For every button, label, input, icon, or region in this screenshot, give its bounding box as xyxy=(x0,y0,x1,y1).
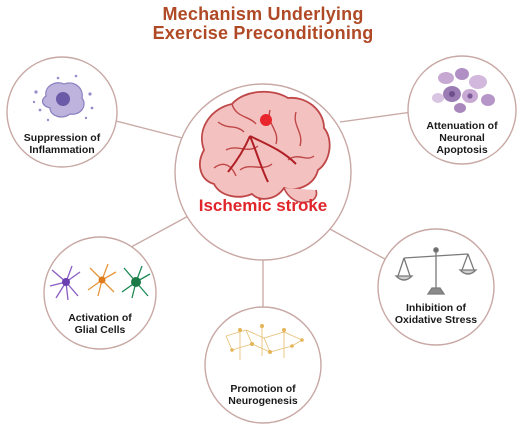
node-label-line: Oxidative Stress xyxy=(394,314,478,326)
title-line-2: Exercise Preconditioning xyxy=(152,23,374,43)
node-label-line: Promotion of xyxy=(230,383,296,395)
node-label-line: Inflammation xyxy=(29,144,95,156)
connector-apoptosis xyxy=(339,111,413,123)
immune-cell-icon xyxy=(32,74,94,122)
node-label-oxidative: Inhibition of Oxidative Stress xyxy=(384,302,488,326)
node-label-apoptosis: Attenuation of Neuronal Apoptosis xyxy=(412,120,512,156)
node-label-line: Glial Cells xyxy=(74,324,126,336)
connector-inflammation xyxy=(111,119,191,141)
node-label-inflammation: Suppression of Inflammation xyxy=(10,132,114,156)
balance-scale-icon xyxy=(394,247,478,295)
glial-cells-icon xyxy=(49,263,151,301)
neuron-network-icon xyxy=(225,324,304,360)
node-label-neurogenesis: Promotion of Neurogenesis xyxy=(213,383,313,407)
node-circle-glial xyxy=(43,236,157,350)
node-label-line: Suppression of xyxy=(23,132,101,144)
node-label-line: Activation of xyxy=(68,312,132,324)
node-label-line: Neuronal xyxy=(439,132,485,144)
apoptotic-cells-icon xyxy=(432,68,495,113)
node-label-line: Apoptosis xyxy=(436,144,488,156)
node-label-line: Neurogenesis xyxy=(228,395,298,407)
brain-icon xyxy=(199,90,331,204)
node-label-glial: Activation of Glial Cells xyxy=(50,312,150,336)
center-label: Ischemic stroke xyxy=(198,196,328,215)
connector-glial xyxy=(121,213,193,253)
node-label-line: Inhibition of xyxy=(405,302,467,314)
lesion-marker-icon xyxy=(260,114,272,126)
node-label-line: Attenuation of xyxy=(426,120,498,132)
title-line-1: Mechanism Underlying xyxy=(162,4,364,24)
